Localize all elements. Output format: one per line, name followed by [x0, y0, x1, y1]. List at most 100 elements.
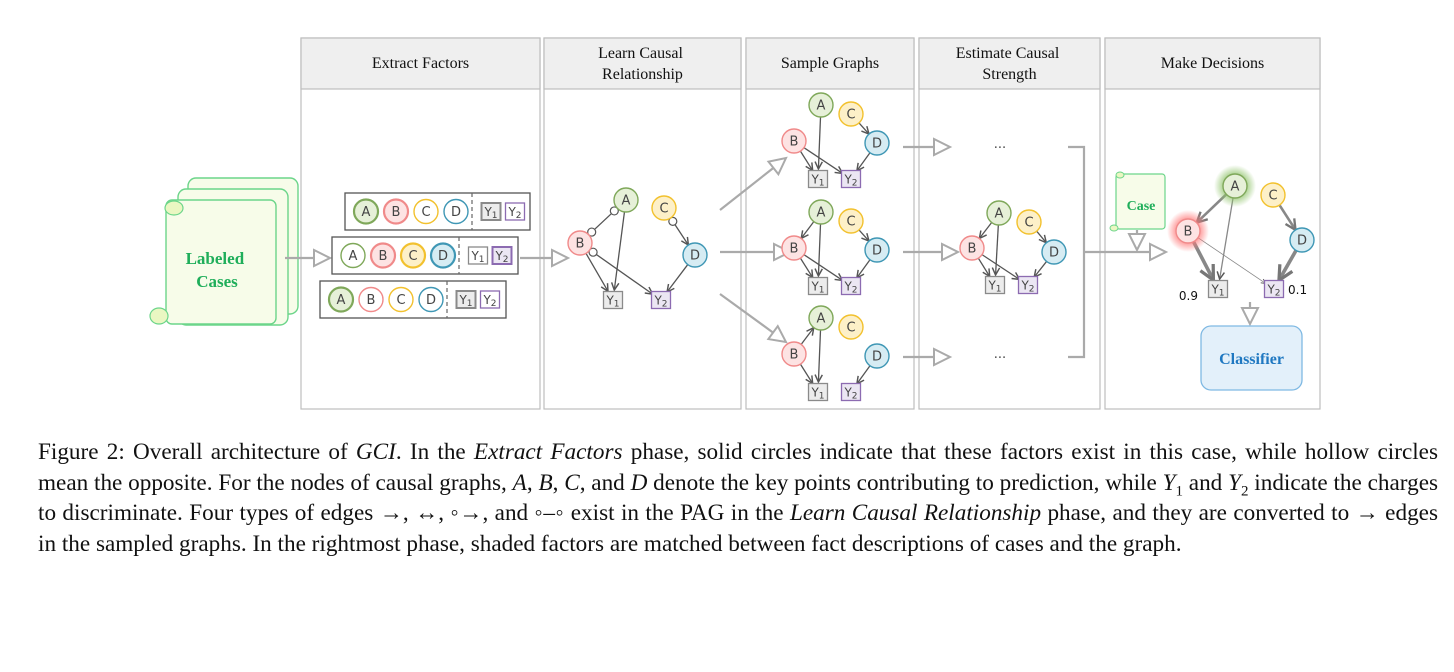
node-box [840, 276, 862, 296]
node-label: D [451, 205, 461, 220]
node-a: A [352, 198, 380, 225]
node-a: A [613, 187, 639, 213]
node-c: C [1016, 209, 1042, 235]
edges [799, 116, 871, 173]
node-c: C [838, 101, 864, 127]
caption-text: phase, and they are converted to → edges… [38, 500, 1438, 557]
edge-b-y2 [981, 254, 1020, 280]
node-d: D [418, 286, 444, 313]
arrow-learn-to-sample-3 [719, 293, 788, 344]
labeled-cases-scrolls: Labeled Cases [149, 177, 299, 326]
node-label: D [872, 137, 882, 152]
node-circle [388, 286, 414, 313]
node-box [504, 202, 526, 221]
caption-text: , and [579, 469, 631, 496]
node-label: C [1268, 189, 1277, 204]
node-a: A [1222, 173, 1248, 199]
phase-title: Estimate Causal Strength [956, 45, 1064, 83]
node-box [1207, 279, 1229, 299]
node-y2: Y2 [504, 202, 526, 221]
node-label: A [1231, 180, 1240, 195]
caption-text: phase, solid circles indicate that these… [38, 439, 1438, 496]
node-circle [986, 200, 1012, 226]
node-d: D [864, 130, 890, 156]
node-circle [429, 242, 457, 269]
edge-circle-mark [668, 216, 678, 226]
node-circle [864, 130, 890, 156]
node-circle [443, 198, 469, 225]
edge-b-y1 [799, 150, 812, 170]
node-c: C [838, 208, 864, 234]
node-label: C [846, 108, 855, 123]
node-label: D [438, 249, 448, 264]
node-box [807, 382, 829, 402]
edge-a-y1 [818, 329, 820, 382]
node-b: B [382, 198, 410, 225]
node-box [479, 290, 501, 309]
arrow-head [933, 347, 953, 367]
node-y1: Y1 [467, 246, 489, 265]
arrow-head [1127, 233, 1147, 253]
phase-panels: Extract Factors Learn Causal Relationshi… [300, 37, 1321, 410]
node-b: B [781, 128, 807, 154]
arrow-sample-to-estimate-1 [903, 137, 953, 157]
edge-a-y1 [818, 223, 820, 276]
node-d: D [682, 242, 708, 268]
node-box [1263, 279, 1285, 299]
classifier-label: Classifier [1219, 351, 1284, 368]
node-label: A [817, 312, 826, 327]
node-label: D [872, 350, 882, 365]
arrow-to-classifier [1240, 302, 1260, 327]
arrow-head [766, 324, 788, 344]
node-d: D [443, 198, 469, 225]
edge-b-y1 [977, 257, 989, 276]
node-circle [1260, 182, 1286, 208]
arrow-case-down [1127, 230, 1147, 253]
arrow-shaft [719, 167, 775, 211]
node-label: C [396, 293, 405, 308]
node-y1: Y1 [480, 202, 502, 221]
node-b: B [358, 286, 384, 313]
arrow-sample-to-estimate-2 [903, 242, 961, 262]
arrow-head [766, 156, 788, 177]
edge-b-y2 [589, 249, 653, 294]
node-a: A [327, 286, 355, 313]
node-circle [340, 242, 366, 269]
node-b: B [1175, 218, 1201, 244]
arrow-head [941, 242, 961, 262]
caption-text: and [1182, 469, 1229, 496]
edge-c-d [1036, 230, 1047, 243]
phase-estimate-causal-strength: Estimate Causal Strength [918, 37, 1101, 410]
node-box [807, 276, 829, 296]
caption-italic: GCI [355, 439, 396, 465]
ellipsis-top: ··· [994, 141, 1006, 156]
arrow-input-to-extract [285, 248, 333, 268]
caption-text: . In the [395, 439, 474, 465]
caption-body: Overall architecture of GCI. In the Extr… [38, 439, 1438, 557]
node-d: D [1289, 227, 1315, 253]
caption-subscript: 1 [1175, 483, 1183, 500]
caption-subscript: 2 [1240, 483, 1249, 500]
node-label: B [367, 293, 376, 308]
edge-b-y1 [799, 257, 812, 277]
node-label: C [421, 205, 430, 220]
node-circle [781, 128, 807, 154]
edges [799, 328, 871, 384]
node-c: C [413, 198, 439, 225]
node-circle [959, 235, 985, 261]
caption-italic: Y [1162, 469, 1176, 496]
node-box [807, 169, 829, 189]
node-y2: Y2 [650, 290, 672, 310]
node-label: A [817, 99, 826, 114]
architecture-figure: Extract Factors Learn Causal Relationshi… [149, 37, 1321, 410]
node-circle [838, 314, 864, 340]
node-circle [382, 198, 410, 225]
edge-a-y1 [1220, 197, 1234, 279]
node-label: A [337, 293, 346, 308]
